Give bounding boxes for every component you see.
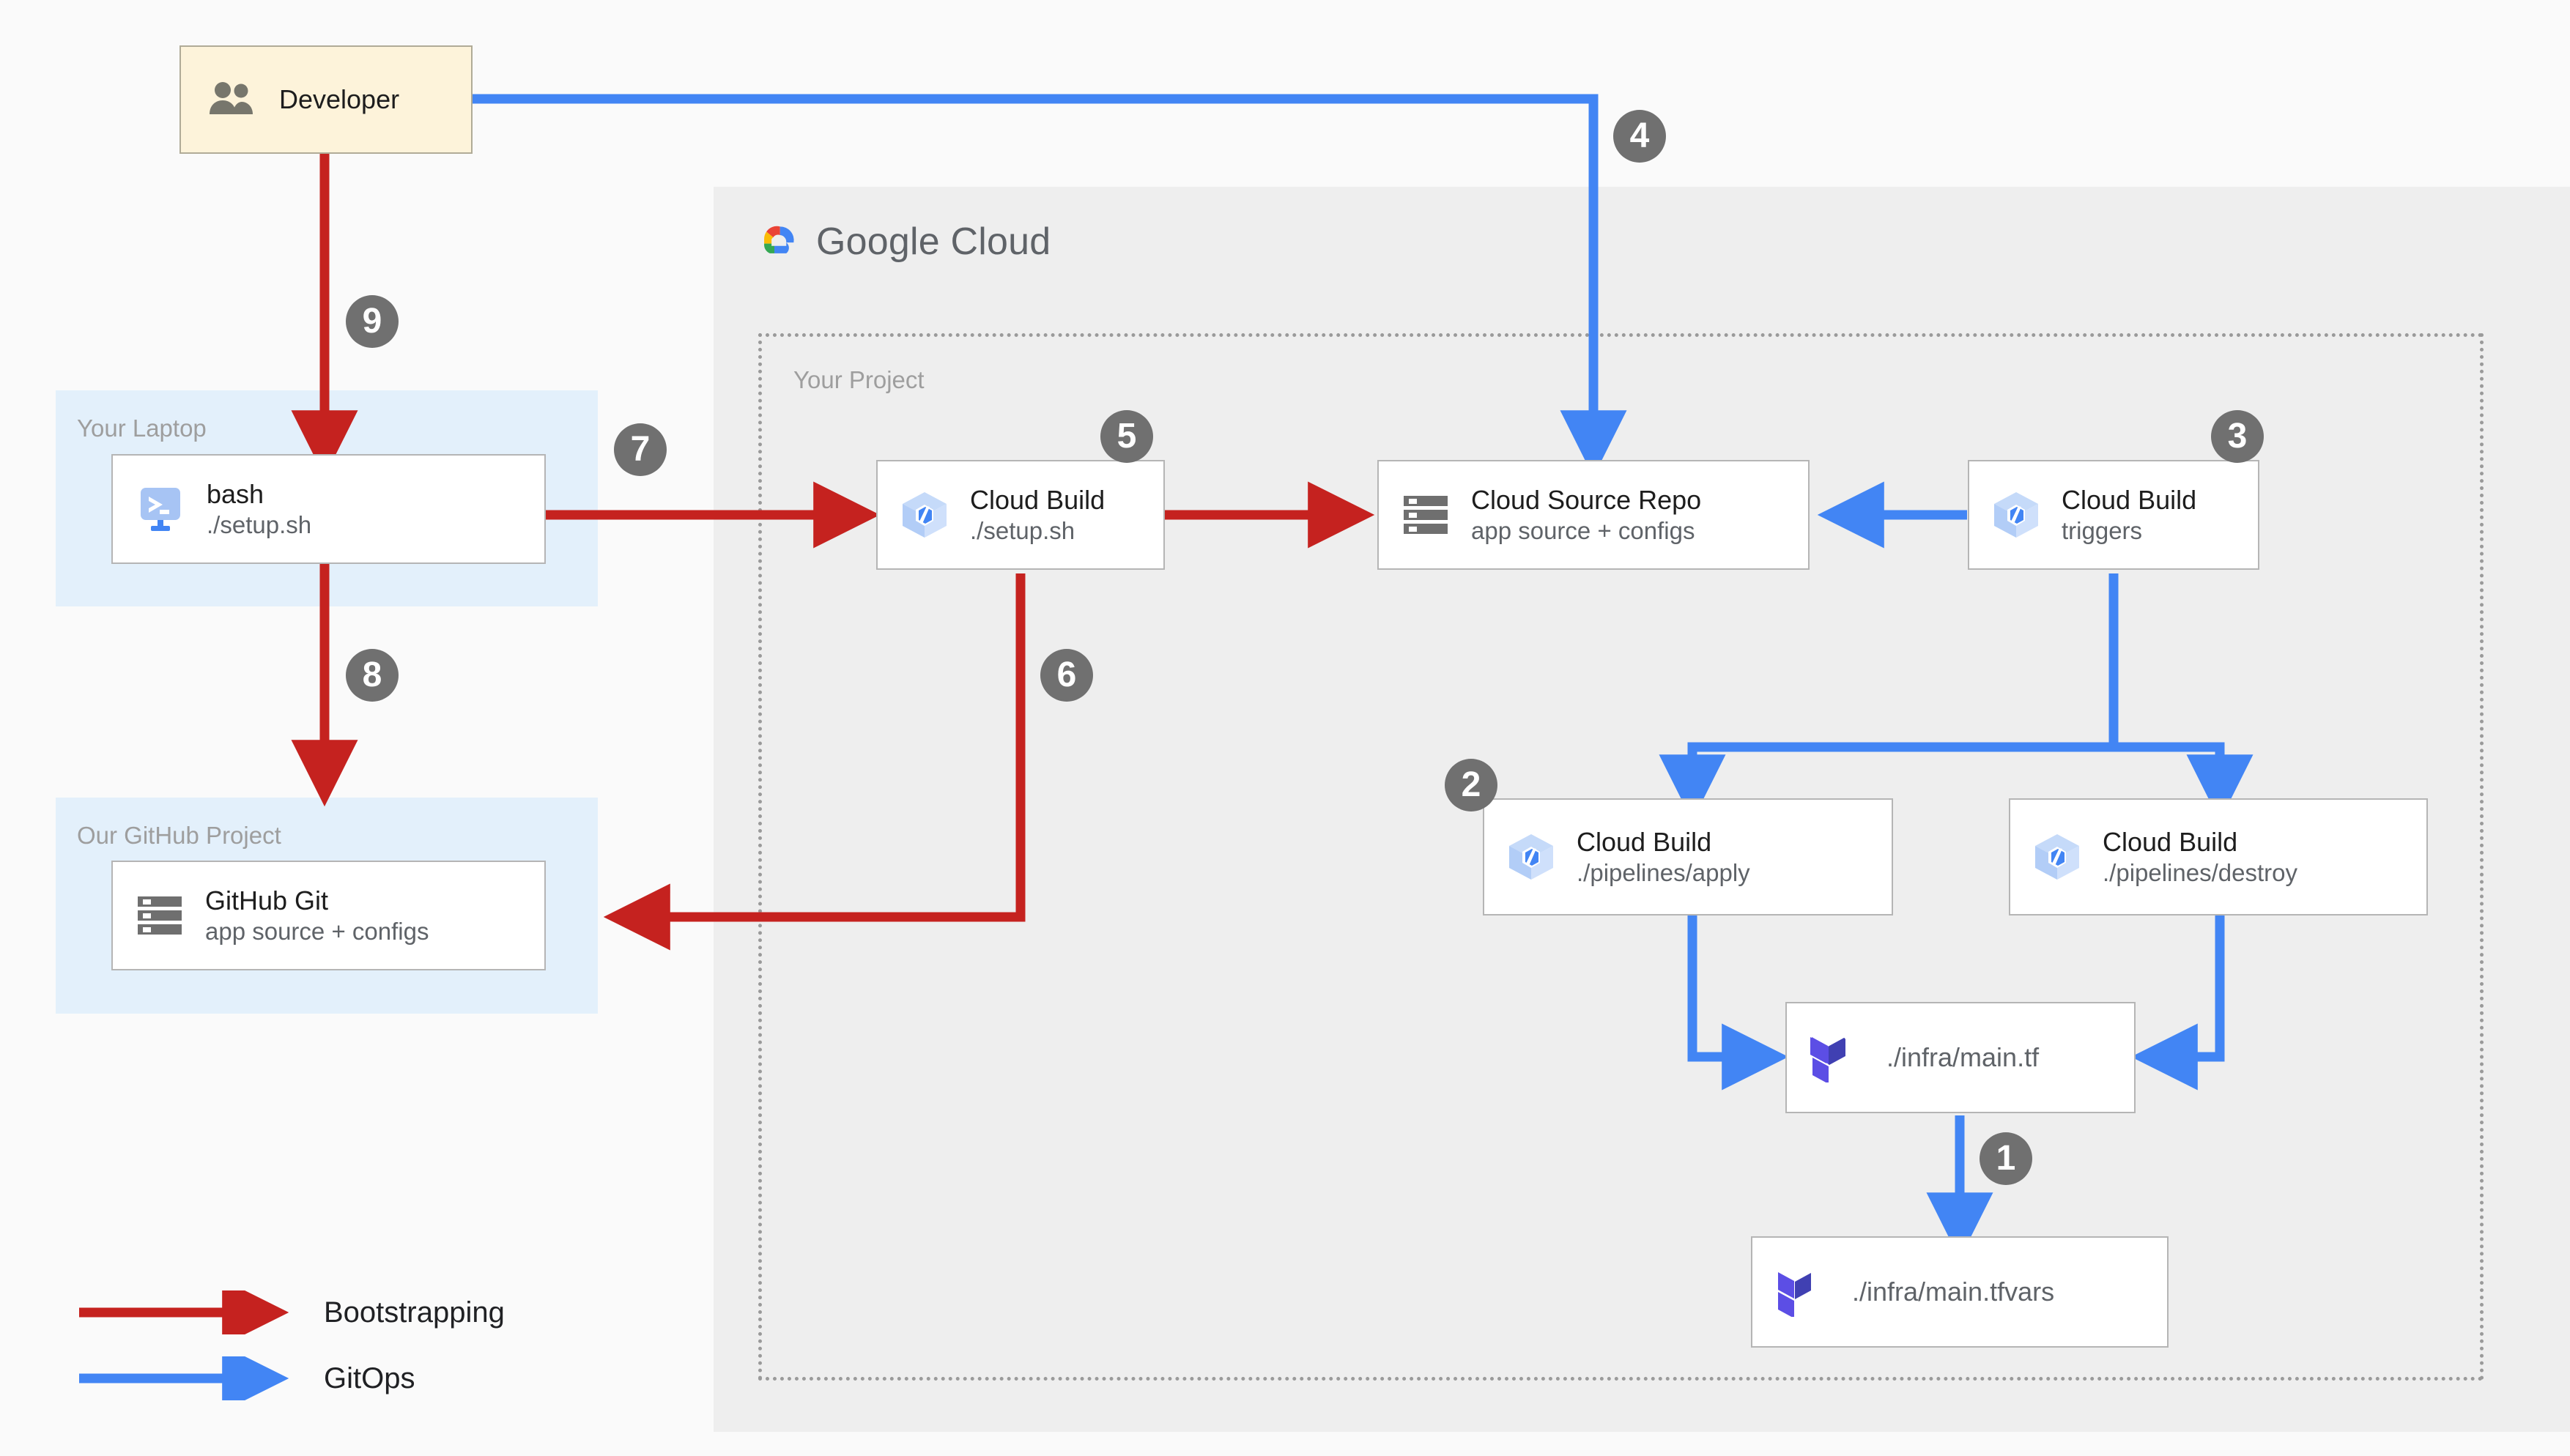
node-github-git[interactable]: GitHub Git app source + configs xyxy=(111,861,546,970)
badge-8: 8 xyxy=(346,649,399,702)
badge-4: 4 xyxy=(1613,110,1666,163)
node-cloudbuild-apply-text: Cloud Build ./pipelines/apply xyxy=(1577,826,1750,888)
node-cloudbuild-apply-title: Cloud Build xyxy=(1577,826,1712,857)
terminal-icon xyxy=(136,485,185,533)
node-cloudbuild-triggers-title: Cloud Build xyxy=(2062,484,2197,515)
node-cloudbuild-setup-subtitle: ./setup.sh xyxy=(970,516,1075,544)
node-cloudbuild-destroy-title: Cloud Build xyxy=(2103,826,2238,857)
node-main-tf[interactable]: ./infra/main.tf xyxy=(1785,1002,2136,1113)
node-developer[interactable]: Developer xyxy=(179,45,473,154)
node-cloudbuild-setup[interactable]: Cloud Build ./setup.sh xyxy=(876,460,1165,570)
node-github-git-title: GitHub Git xyxy=(205,885,329,915)
badge-7: 7 xyxy=(614,423,667,476)
your-project-label: Your Project xyxy=(793,366,925,393)
node-bash[interactable]: bash ./setup.sh xyxy=(111,454,546,564)
node-cloudbuild-setup-text: Cloud Build ./setup.sh xyxy=(970,484,1105,546)
legend-arrow-red-icon xyxy=(79,1290,289,1334)
node-github-git-subtitle: app source + configs xyxy=(205,917,429,945)
repository-icon xyxy=(1402,494,1449,536)
cloud-build-icon xyxy=(898,489,951,541)
repository-icon xyxy=(136,894,183,937)
node-bash-subtitle: ./setup.sh xyxy=(207,510,312,538)
badge-5: 5 xyxy=(1100,410,1153,463)
google-cloud-logo-icon xyxy=(752,222,797,262)
badge-2: 2 xyxy=(1445,759,1497,811)
node-cloudbuild-triggers-text: Cloud Build triggers xyxy=(2062,484,2196,546)
node-cloud-source-repo[interactable]: Cloud Source Repo app source + configs xyxy=(1377,460,1810,570)
cloud-build-icon xyxy=(2031,831,2084,883)
cloud-build-icon xyxy=(1505,831,1558,883)
node-cloudbuild-destroy-text: Cloud Build ./pipelines/destroy xyxy=(2103,826,2297,888)
node-cloud-source-repo-text: Cloud Source Repo app source + configs xyxy=(1471,484,1701,546)
node-developer-title: Developer xyxy=(279,84,400,115)
node-cloud-source-repo-subtitle: app source + configs xyxy=(1471,516,1695,544)
node-cloudbuild-triggers-subtitle: triggers xyxy=(2062,516,2143,544)
cloud-build-icon xyxy=(1990,489,2043,541)
node-main-tfvars-title: ./infra/main.tfvars xyxy=(1852,1277,2055,1307)
your-laptop-label: Your Laptop xyxy=(77,415,207,442)
node-developer-text: Developer xyxy=(279,83,399,116)
people-icon xyxy=(209,82,254,117)
legend-item-gitops: GitOps xyxy=(79,1356,415,1400)
node-main-tfvars[interactable]: ./infra/main.tfvars xyxy=(1751,1236,2169,1348)
node-cloudbuild-setup-title: Cloud Build xyxy=(970,484,1106,515)
node-github-git-text: GitHub Git app source + configs xyxy=(205,885,429,946)
terraform-icon xyxy=(1776,1267,1821,1317)
node-bash-text: bash ./setup.sh xyxy=(207,478,311,540)
node-cloudbuild-destroy-subtitle: ./pipelines/destroy xyxy=(2103,858,2297,886)
terraform-icon xyxy=(1810,1033,1856,1082)
badge-1: 1 xyxy=(1980,1132,2032,1185)
badge-6: 6 xyxy=(1040,649,1093,702)
node-cloudbuild-destroy[interactable]: Cloud Build ./pipelines/destroy xyxy=(2009,798,2428,915)
node-main-tf-text: ./infra/main.tf xyxy=(1886,1041,2039,1074)
legend-arrow-blue-icon xyxy=(79,1356,289,1400)
our-github-project-label: Our GitHub Project xyxy=(77,822,281,849)
node-cloudbuild-apply[interactable]: Cloud Build ./pipelines/apply xyxy=(1483,798,1893,915)
node-main-tfvars-text: ./infra/main.tfvars xyxy=(1852,1276,2054,1308)
node-main-tf-title: ./infra/main.tf xyxy=(1886,1042,2040,1073)
node-bash-title: bash xyxy=(207,478,264,509)
google-cloud-wordmark: Google Cloud xyxy=(816,220,1051,263)
badge-9: 9 xyxy=(346,295,399,348)
node-cloud-source-repo-title: Cloud Source Repo xyxy=(1471,484,1702,515)
legend-label-bootstrapping: Bootstrapping xyxy=(324,1296,505,1329)
legend-item-bootstrapping: Bootstrapping xyxy=(79,1290,505,1334)
google-cloud-header: Google Cloud xyxy=(752,220,1051,264)
node-cloudbuild-apply-subtitle: ./pipelines/apply xyxy=(1577,858,1750,886)
legend-label-gitops: GitOps xyxy=(324,1362,415,1394)
badge-3: 3 xyxy=(2211,410,2264,463)
node-cloudbuild-triggers[interactable]: Cloud Build triggers xyxy=(1968,460,2259,570)
